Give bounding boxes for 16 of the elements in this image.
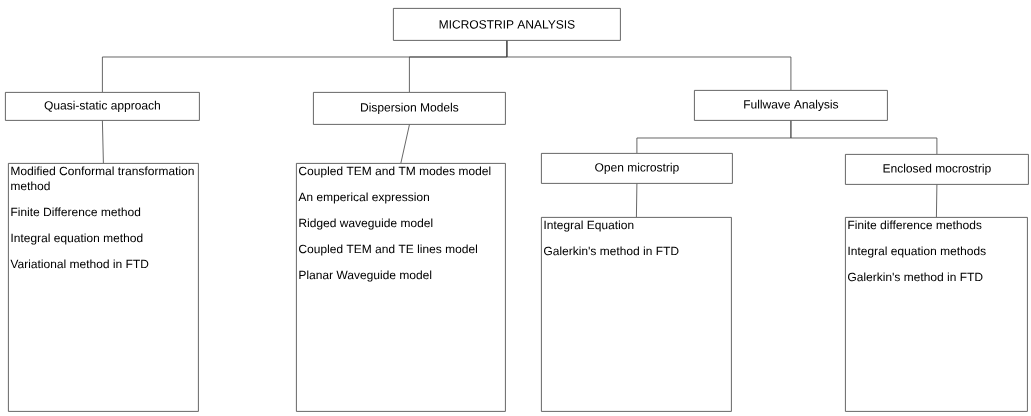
- connector-line: [936, 184, 938, 218]
- title-box: MICROSTRIP ANALYSIS: [393, 8, 621, 41]
- connector-line: [400, 124, 410, 164]
- connector-line: [506, 40, 792, 91]
- category-box: Fullwave Analysis: [694, 90, 888, 121]
- method-list-box: Finite difference methods Integral equation methods Galerkin's method in FTD: [845, 217, 1028, 412]
- category-box: Dispersion Models: [313, 92, 506, 125]
- connector-line: [102, 120, 104, 164]
- method-list-box: Modified Conformal transformation method Finite Difference method Integral equation method Variational method in FTD: [8, 163, 199, 412]
- category-box: Quasi-static approach: [5, 92, 200, 121]
- category-box: Open microstrip: [541, 153, 733, 184]
- method-list-box: Integral Equation Galerkin's method in FTD: [541, 217, 732, 412]
- method-list-box: Coupled TEM and TM modes model An emperical expression Ridged waveguide model Coupled TEM and TE lines model Planar Waveguide model: [296, 163, 506, 412]
- connector-line: [790, 120, 938, 155]
- category-box: Enclosed mocrostrip: [845, 154, 1029, 185]
- connector-line: [636, 183, 638, 218]
